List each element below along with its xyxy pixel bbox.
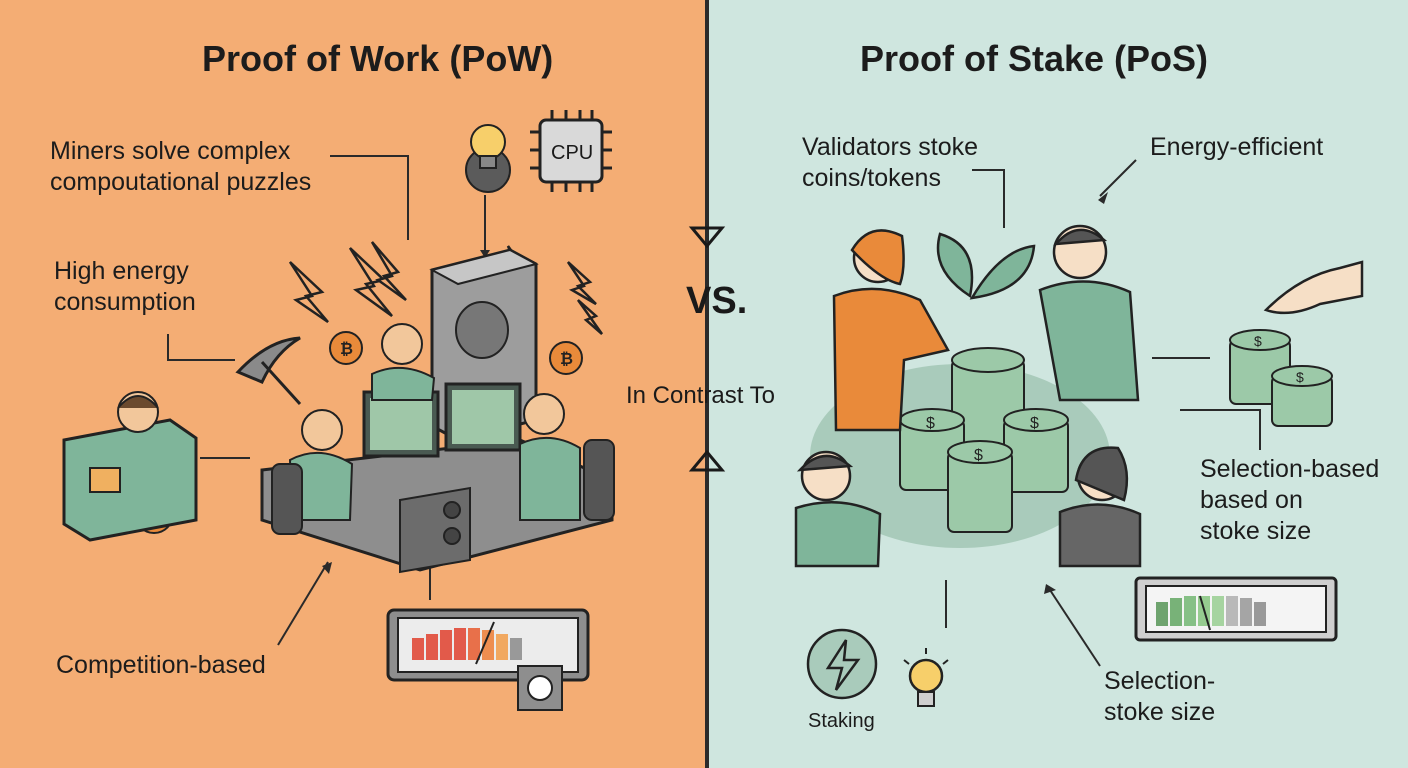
pickaxe-icon bbox=[235, 336, 302, 406]
validators-leader-line bbox=[972, 169, 1005, 228]
miners-label: Miners solve complex compoutational puzz… bbox=[50, 136, 311, 198]
validators-line1: Validators stoke bbox=[802, 133, 979, 161]
svg-text:₿: ₿ bbox=[560, 350, 573, 368]
energy-gauge-right bbox=[1134, 576, 1338, 642]
validators-line2: coins/tokens bbox=[802, 164, 941, 192]
selection2-leader-line bbox=[1049, 589, 1101, 667]
miners-line2: compoutational puzzles bbox=[50, 168, 312, 196]
energy-line2: consumption bbox=[54, 288, 196, 316]
selection2-line2: stoke size bbox=[1104, 698, 1216, 726]
svg-text:$: $ bbox=[1030, 415, 1039, 432]
selection1-line1: Selection-based bbox=[1200, 455, 1380, 483]
selection1-line3: stoke size bbox=[1200, 517, 1312, 545]
svg-text:$: $ bbox=[926, 415, 935, 432]
coin-stacks: $ $ $ bbox=[899, 347, 1069, 533]
energy-line1: High energy bbox=[54, 257, 189, 285]
selection2-line1: Selection- bbox=[1104, 667, 1216, 695]
staking-label: Staking bbox=[808, 710, 875, 732]
energy-leader-line bbox=[167, 334, 235, 361]
side-coin-stacks: $ $ bbox=[1229, 329, 1333, 427]
selection1-line2: based on bbox=[1200, 486, 1303, 514]
vs-label: VS. bbox=[686, 280, 748, 322]
leaf-icon bbox=[936, 232, 1036, 300]
svg-text:$: $ bbox=[1296, 369, 1304, 385]
validators-label: Validators stoke coins/tokens bbox=[802, 132, 978, 194]
validator-figures bbox=[794, 224, 1142, 568]
energy-efficient-leader-line bbox=[1099, 159, 1137, 197]
miners-line1: Miners solve complex bbox=[50, 137, 291, 165]
pos-title: Proof of Stake (PoS) bbox=[860, 38, 1209, 79]
competition-leader-line bbox=[277, 561, 329, 646]
cpu-label: CPU bbox=[551, 142, 593, 164]
energy-gauge-left bbox=[386, 608, 590, 711]
miner-figure bbox=[62, 391, 198, 542]
selection-stoke-label: Selection- stoke size bbox=[1104, 666, 1215, 728]
hand-icon bbox=[1263, 260, 1364, 315]
selection-leader-line bbox=[1180, 409, 1261, 450]
center-divider bbox=[705, 0, 709, 768]
arrow-down-icon bbox=[688, 226, 726, 249]
mining-desk bbox=[260, 323, 615, 574]
staking-icon bbox=[806, 628, 878, 700]
svg-text:₿: ₿ bbox=[340, 340, 353, 358]
arrow-up-icon bbox=[688, 449, 726, 472]
miners-leader-line bbox=[330, 155, 409, 240]
energy-label: High energy consumption bbox=[54, 256, 196, 318]
energy-efficient-label: Energy-efficient bbox=[1150, 133, 1324, 161]
svg-text:$: $ bbox=[1254, 333, 1262, 349]
pow-title: Proof of Work (PoW) bbox=[202, 38, 554, 79]
cpu-chip-icon bbox=[530, 110, 612, 192]
bulb-gear-icon bbox=[465, 124, 511, 193]
selection-based-label: Selection-based based on stoke size bbox=[1200, 454, 1379, 547]
competition-label: Competition-based bbox=[56, 651, 266, 679]
lightbulb-icon bbox=[903, 648, 949, 707]
svg-text:$: $ bbox=[974, 447, 983, 464]
contrast-label: In Contrast To bbox=[626, 382, 775, 409]
